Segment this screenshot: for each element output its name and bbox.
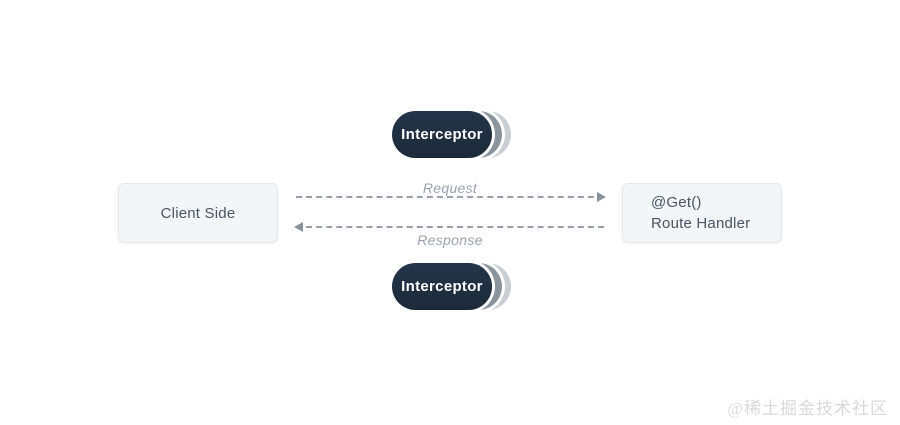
response-arrow [294, 222, 604, 232]
arrowhead-left-icon [294, 222, 303, 232]
interceptor-label: Interceptor [401, 278, 483, 295]
request-arrow [296, 192, 606, 202]
client-side-label: Client Side [160, 204, 236, 222]
client-side-box: Client Side [118, 183, 278, 243]
response-label: Response [417, 232, 483, 248]
interceptor-label: Interceptor [401, 126, 483, 143]
route-handler-box: @Get() Route Handler [622, 183, 782, 243]
interceptor-pill: Interceptor [392, 263, 492, 310]
interceptor-pill-top: Interceptor [392, 111, 512, 159]
arrowhead-right-icon [597, 192, 606, 202]
request-label: Request [422, 180, 478, 196]
watermark: @稀土掘金技术社区 [727, 399, 888, 418]
interceptor-pill: Interceptor [392, 111, 492, 158]
route-handler-label: Route Handler [651, 215, 751, 232]
get-decorator-label: @Get() [651, 194, 702, 211]
interceptor-pill-bottom: Interceptor [392, 263, 512, 311]
